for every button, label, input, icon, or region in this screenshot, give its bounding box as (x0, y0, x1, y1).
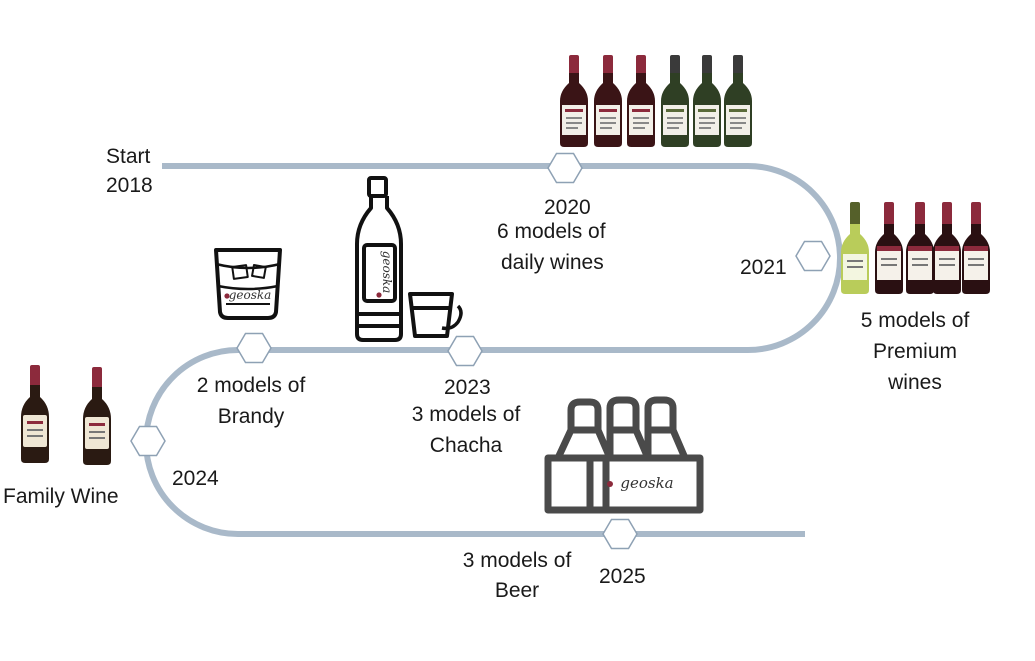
beer-line1: 3 models of (462, 549, 572, 572)
year-2023: 2023 (444, 376, 491, 399)
year-2025: 2025 (599, 565, 646, 588)
year-2020: 2020 (544, 196, 591, 219)
daily-wines-line1: 6 models of (497, 220, 606, 243)
chacha-bottle-logo: geoska (380, 251, 394, 294)
year-2021: 2021 (740, 256, 787, 279)
beer-logo-mark (607, 481, 613, 487)
family-wine-bottles (21, 365, 111, 465)
beer-crate-icon (544, 396, 704, 514)
year-2024: 2024 (172, 467, 219, 490)
beer-crate-logo: geoska (620, 474, 673, 492)
brandy-glass-icon (214, 248, 282, 320)
daily-wine-bottles (560, 55, 752, 147)
node-2023 (447, 335, 483, 367)
chacha-line2: Chacha (429, 434, 503, 457)
chacha-logo-mark (376, 292, 382, 298)
node-2021 (795, 240, 831, 272)
daily-wines-line2: daily wines (501, 251, 604, 274)
start-label: Start (106, 145, 151, 168)
node-2025 (602, 518, 638, 550)
start-year: 2018 (106, 174, 153, 197)
node-2020 (547, 152, 583, 184)
node-brandy (236, 332, 272, 364)
beer-line2: Beer (494, 579, 540, 602)
shot-glass-icon (408, 292, 463, 338)
brandy-logo-mark (224, 293, 230, 299)
brandy-line2: Brandy (217, 405, 285, 428)
premium-wines-line3: wines (888, 371, 942, 394)
premium-wines-line1: 5 models of (860, 309, 970, 332)
brandy-line1: 2 models of (196, 374, 306, 397)
premium-wines-line2: Premium (872, 340, 957, 363)
timeline-track (143, 163, 843, 537)
premium-wine-bottles (841, 202, 990, 294)
brandy-glass-logo: geoska (229, 288, 272, 302)
family-wine-label: Family Wine (3, 485, 119, 508)
chacha-bottle-icon (355, 176, 403, 342)
chacha-line1: 3 models of (411, 403, 521, 426)
node-2024 (130, 425, 166, 457)
